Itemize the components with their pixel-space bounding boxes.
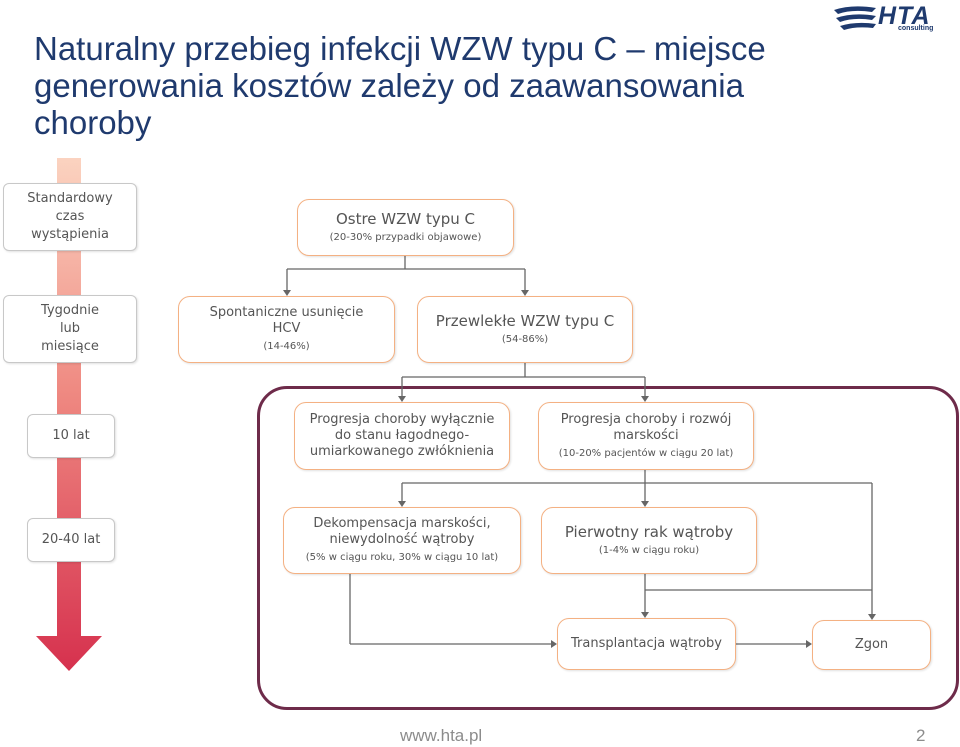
node-decompensation: Dekompensacja marskości, niewydolność wą… bbox=[283, 507, 521, 574]
node-progression-cirrhosis: Progresja choroby i rozwój marskości (10… bbox=[538, 402, 754, 470]
node-progression-cirrhosis-sub: (10-20% pacjentów w ciągu 20 lat) bbox=[558, 447, 734, 459]
node-chronic-hcv: Przewlekłe WZW typu C (54-86%) bbox=[417, 296, 633, 363]
timeline-standard-time: Standardowy czas wystąpienia bbox=[3, 183, 137, 251]
node-acute-sub: (20-30% przypadki objawowe) bbox=[329, 232, 482, 243]
node-acute-hcv: Ostre WZW typu C (20-30% przypadki objaw… bbox=[297, 199, 514, 256]
footer-url[interactable]: www.hta.pl bbox=[400, 726, 483, 745]
node-liver-cancer: Pierwotny rak wątroby (1-4% w ciągu roku… bbox=[541, 507, 757, 574]
node-decompensation-sub: (5% w ciągu roku, 30% w ciągu 10 lat) bbox=[305, 552, 499, 563]
node-death: Zgon bbox=[812, 620, 931, 670]
node-liver-transplant-label: Transplantacja wątroby bbox=[571, 636, 722, 651]
node-spontaneous-label: Spontaniczne usunięcie HCV bbox=[209, 305, 364, 336]
timeline-10-years: 10 lat bbox=[27, 414, 115, 458]
advanced-disease-frame bbox=[257, 386, 959, 710]
timeline-20-40-years: 20-40 lat bbox=[27, 518, 115, 562]
node-chronic-label: Przewlekłe WZW typu C bbox=[435, 312, 615, 330]
node-progression-mild-fibrosis: Progresja choroby wyłącznie do stanu łag… bbox=[294, 402, 510, 470]
node-acute-label: Ostre WZW typu C bbox=[335, 210, 476, 228]
node-spontaneous-clearance: Spontaniczne usunięcie HCV (14-46%) bbox=[178, 296, 395, 363]
logo-swoosh-icon bbox=[834, 6, 876, 30]
node-spontaneous-sub: (14-46%) bbox=[263, 341, 310, 352]
node-decompensation-label: Dekompensacja marskości, niewydolność wą… bbox=[313, 516, 491, 547]
logo-text: HTA bbox=[878, 2, 931, 30]
node-progression-mild-label: Progresja choroby wyłącznie do stanu łag… bbox=[309, 412, 495, 459]
node-liver-transplant: Transplantacja wątroby bbox=[557, 618, 736, 670]
node-liver-cancer-label: Pierwotny rak wątroby bbox=[564, 523, 734, 541]
hta-logo: HTA consulting bbox=[832, 2, 944, 36]
logo-subtext: consulting bbox=[898, 25, 934, 32]
node-chronic-sub: (54-86%) bbox=[501, 334, 549, 345]
page-number: 2 bbox=[916, 726, 926, 745]
timeline-weeks-months: Tygodnie lub miesiące bbox=[3, 295, 137, 363]
node-progression-cirrhosis-label: Progresja choroby i rozwój marskości bbox=[560, 411, 732, 443]
node-death-label: Zgon bbox=[854, 637, 889, 652]
node-liver-cancer-sub: (1-4% w ciągu roku) bbox=[598, 545, 700, 556]
slide-title: Naturalny przebieg infekcji WZW typu C –… bbox=[34, 30, 766, 141]
